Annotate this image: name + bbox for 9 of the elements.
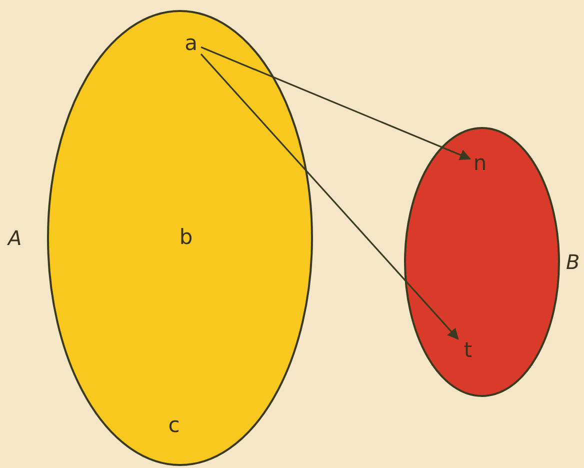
element-label: b	[176, 224, 196, 250]
element-label: t	[458, 337, 478, 363]
element-label: c	[164, 412, 184, 438]
element-label: a	[181, 30, 201, 56]
set-label: B	[566, 250, 580, 274]
element-label: n	[470, 150, 490, 176]
arrow	[200, 54, 459, 340]
set-label: A	[8, 226, 22, 250]
arrow	[200, 46, 472, 160]
